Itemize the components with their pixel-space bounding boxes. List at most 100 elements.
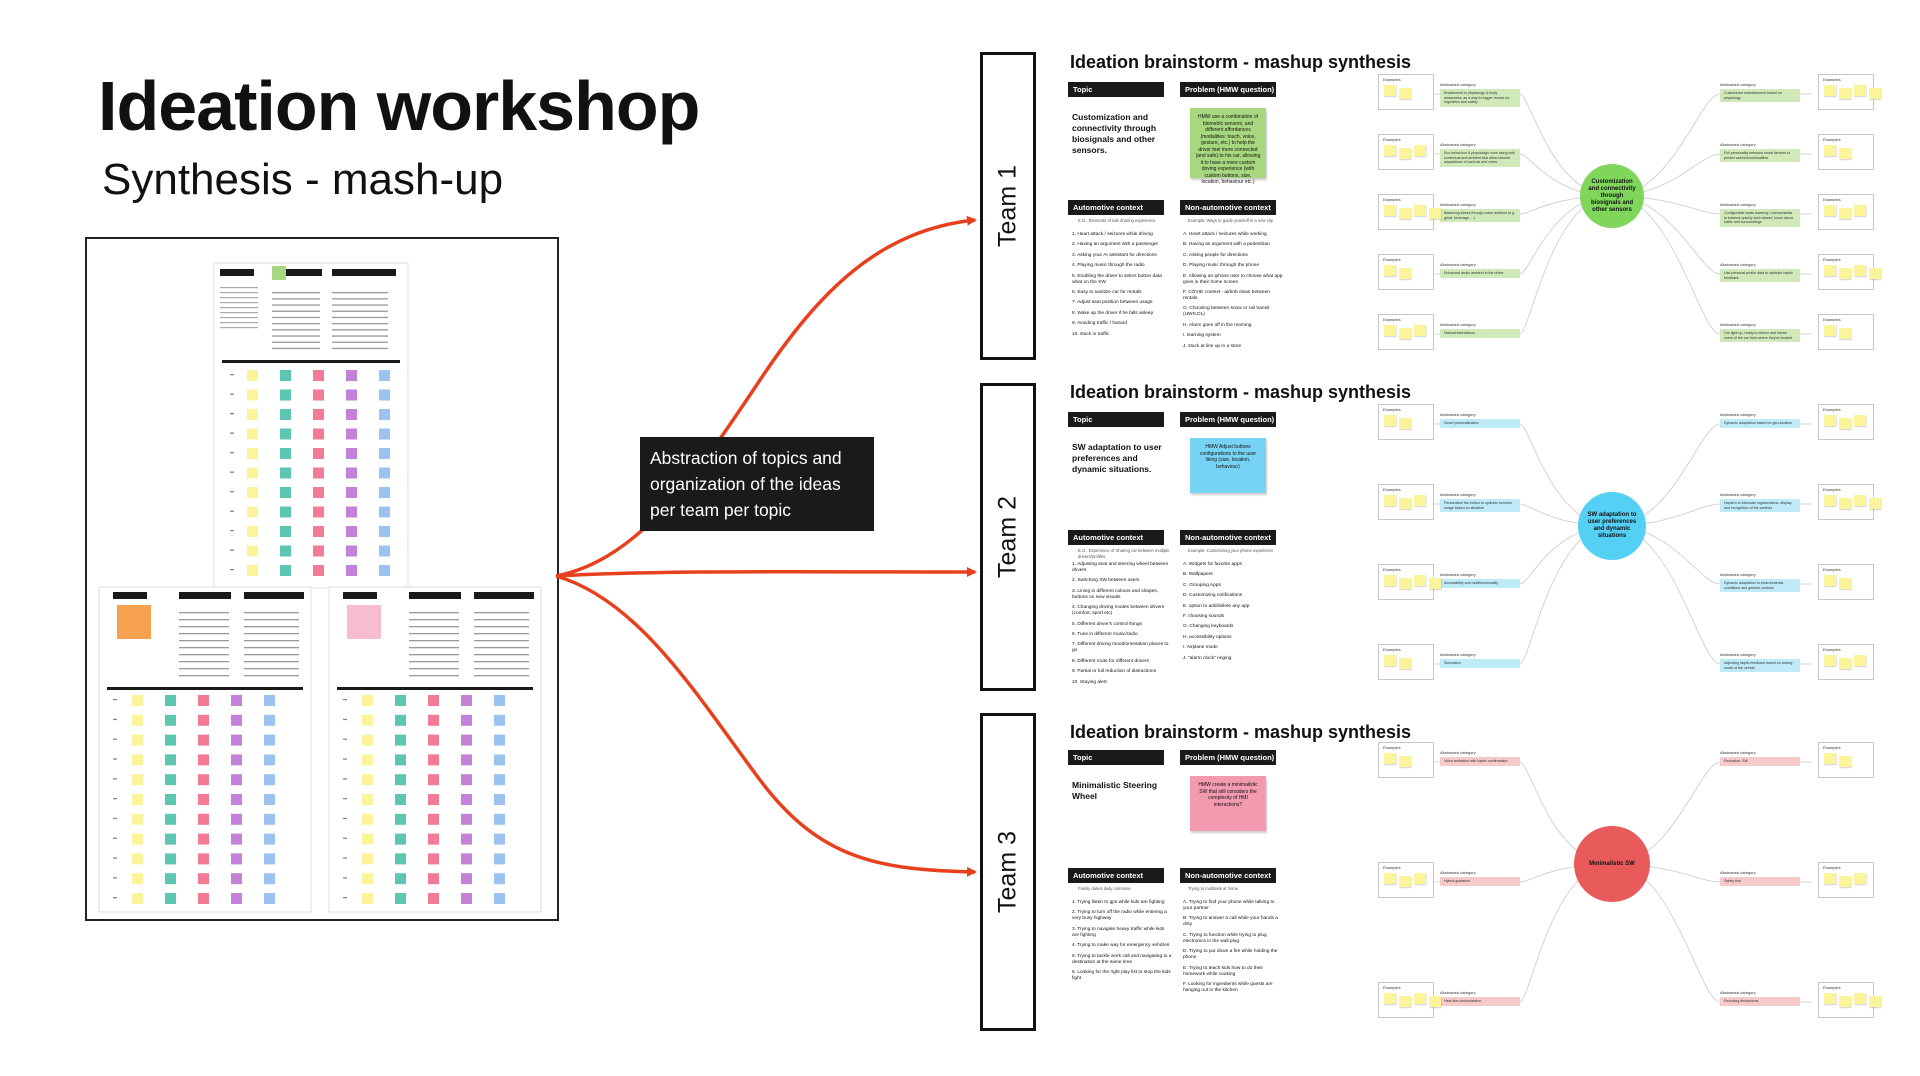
automotive-item: 4. Playing music through the radio <box>1072 263 1145 269</box>
overview-sticky <box>313 370 324 381</box>
overview-sticky <box>494 714 505 726</box>
example-sticky <box>1399 578 1411 589</box>
overview-row-num <box>113 718 117 721</box>
overview-sticky <box>132 813 143 825</box>
example-sticky <box>1384 495 1396 506</box>
example-sticky <box>1399 658 1411 669</box>
automotive-item: 3. Asking your AI assistant for directio… <box>1072 252 1157 258</box>
example-sticky <box>1399 756 1411 767</box>
abstracted-category-label: Abstracted category <box>1720 750 1756 755</box>
overview-sticky <box>264 853 275 865</box>
overview-sticky <box>494 833 505 845</box>
non-automotive-item: E. Trying to teach kids how to do their … <box>1183 965 1263 977</box>
example-sticky <box>1839 148 1851 159</box>
non-automotive-item: D. Customizing notifications <box>1183 593 1243 599</box>
abstracted-category-text: Reduction: SW <box>1720 757 1800 766</box>
topic-text: Minimalistic Steering Wheel <box>1072 780 1158 801</box>
examples-label: Examples <box>1383 487 1401 492</box>
automotive-item: 1. Heart attack / seizures while driving <box>1072 232 1153 237</box>
team-1-label: Team 1 <box>993 165 1022 247</box>
team-2-label: Team 2 <box>993 496 1022 578</box>
overview-text-line <box>474 626 529 628</box>
automotive-item: 4. Trying to make way for emergency vehi… <box>1072 943 1170 949</box>
overview-row-num <box>113 877 117 879</box>
abstracted-category-label: Abstracted category <box>1440 572 1476 577</box>
overview-sticky <box>395 774 406 786</box>
overview-sticky <box>362 893 373 904</box>
abstracted-category-label: Abstracted category <box>1720 262 1756 267</box>
overview-label-hmw <box>343 592 377 599</box>
overview-row-num <box>343 857 347 859</box>
overview-sticky <box>280 526 291 537</box>
overview-text-line <box>332 304 388 306</box>
overview-sticky <box>231 754 242 766</box>
overview-sticky <box>247 487 258 498</box>
overview-text-line <box>220 292 258 294</box>
abstracted-category-label: Abstracted category <box>1720 870 1756 875</box>
overview-text-line <box>409 612 459 614</box>
overview-sticky <box>494 873 505 885</box>
examples-label: Examples <box>1383 407 1401 412</box>
examples-cluster: Examples <box>1378 742 1434 778</box>
overview-hmw-note <box>347 605 381 639</box>
overview-row-num <box>230 530 234 532</box>
overview-text-line <box>179 633 229 635</box>
abstracted-category-text: Reducing distractions <box>1720 997 1800 1006</box>
examples-cluster: Examples <box>1818 862 1874 898</box>
abstracted-category-text: Eco behaviour & physiologic cues along w… <box>1440 149 1520 167</box>
example-sticky <box>1384 145 1396 156</box>
board-title: Ideation brainstorm - mashup synthesis <box>1070 52 1412 72</box>
examples-label: Examples <box>1383 137 1401 142</box>
overview-text-line <box>220 317 258 319</box>
examples-cluster: Examples <box>1378 484 1434 520</box>
example-sticky <box>1399 418 1411 429</box>
examples-cluster: Examples <box>1378 862 1434 898</box>
topic-hub: Minimalistic SW <box>1574 826 1650 902</box>
examples-label: Examples <box>1823 257 1841 262</box>
examples-cluster: Examples <box>1818 194 1874 230</box>
example-sticky <box>1839 658 1851 669</box>
automotive-list: 1. Adjusting seat and steering wheel bet… <box>1072 562 1172 690</box>
abstracted-category-text: Adjusting haptic feedback based on drivi… <box>1720 659 1800 673</box>
arrow-to-team-1 <box>555 215 977 578</box>
topic-label: Topic <box>1068 82 1164 97</box>
overview-sticky <box>494 754 505 766</box>
example-sticky <box>1399 328 1411 339</box>
overview-text-line <box>409 661 459 663</box>
overview-row-num <box>230 510 234 512</box>
overview-text-line <box>179 661 229 663</box>
abstracted-category-label: Abstracted category <box>1440 322 1476 327</box>
overview-label-auto <box>272 269 322 276</box>
example-sticky <box>1824 575 1836 586</box>
abstracted-category-label: Abstracted category <box>1720 82 1756 87</box>
overview-text-line <box>179 668 229 670</box>
overview-label-nonauto <box>244 592 304 599</box>
overview-sticky <box>313 506 324 518</box>
overview-text-line <box>179 619 229 621</box>
team-2-tab: Team 2 <box>980 383 1036 691</box>
overview-sticky <box>132 714 143 726</box>
examples-label: Examples <box>1823 317 1841 322</box>
automotive-item: 5. Different driver's control things <box>1072 621 1142 627</box>
overview-sticky <box>198 873 209 885</box>
overview-sticky <box>346 370 357 381</box>
overview-text-line <box>272 323 320 325</box>
abstracted-category-text: Use personal profile data to optimize ha… <box>1720 269 1800 283</box>
examples-cluster: Examples <box>1378 194 1441 230</box>
overview-sticky <box>379 448 390 459</box>
example-sticky <box>1399 498 1411 509</box>
example-sticky <box>1384 205 1396 216</box>
overview-text-line <box>272 298 320 300</box>
non-automotive-item: C. Trying to function while trying to pl… <box>1183 932 1267 944</box>
abstracted-category-text: Personalize the button to optimize funct… <box>1440 499 1520 513</box>
overview-text-line <box>332 347 388 350</box>
example-sticky <box>1839 578 1851 589</box>
overview-sticky <box>395 794 406 805</box>
overview-sticky <box>428 833 439 845</box>
